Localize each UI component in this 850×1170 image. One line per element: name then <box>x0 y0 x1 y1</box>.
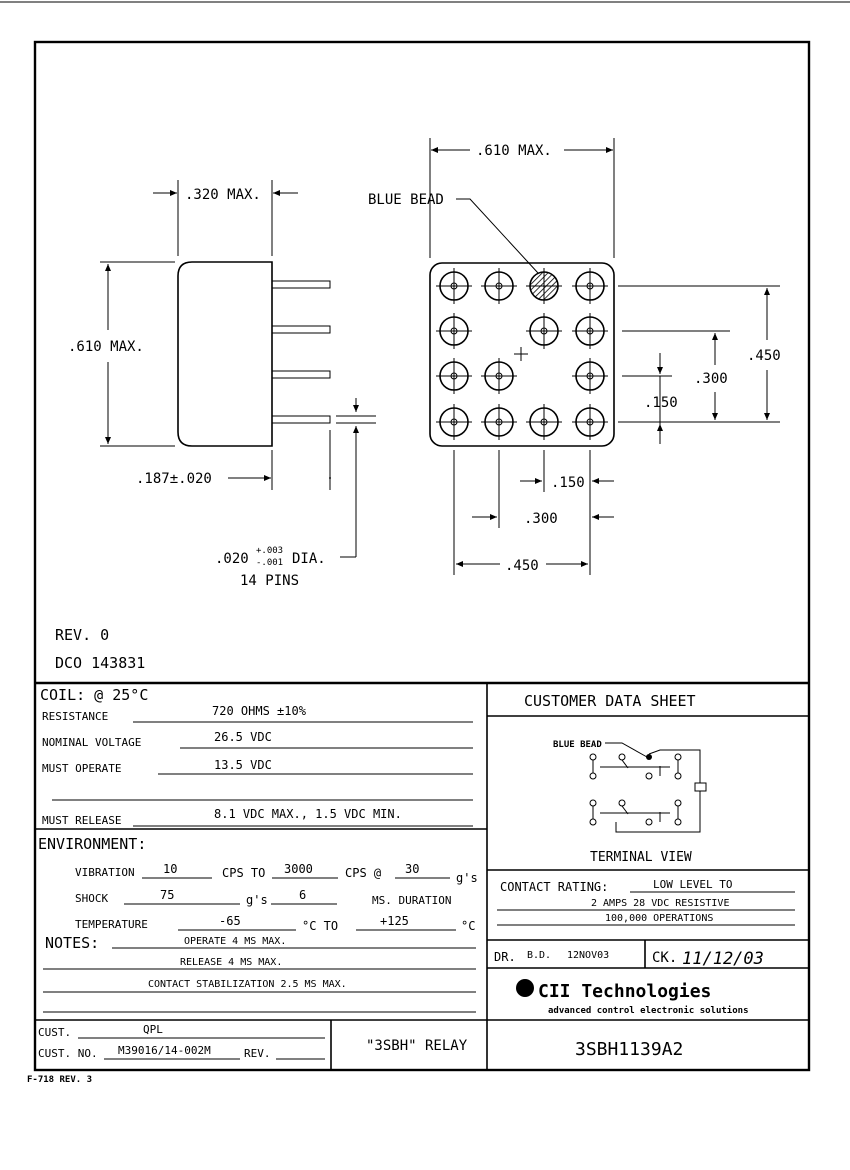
dr-date: 12NOV03 <box>567 950 609 961</box>
cust-no-value: M39016/14-002M <box>118 1044 211 1057</box>
blue-bead-label: BLUE BEAD <box>368 192 444 208</box>
vibration-label: VIBRATION <box>75 866 135 879</box>
temp-to-label: °C TO <box>302 919 338 933</box>
dim-610-top-label: .610 MAX. <box>476 143 552 159</box>
dim-610-left-label: .610 MAX. <box>68 339 144 355</box>
side-pins <box>271 280 331 424</box>
pin-grid <box>436 268 608 440</box>
dim-187-label: .187±.020 <box>136 471 212 487</box>
vibration-value: 10 <box>163 862 177 876</box>
temp-max-value: +125 <box>380 914 409 928</box>
nominal-voltage-label: NOMINAL VOLTAGE <box>42 736 141 749</box>
vibration-max-value: 3000 <box>284 862 313 876</box>
logo-text: CII Technologies <box>538 981 711 1002</box>
dim-150-bottom-label: .150 <box>551 475 585 491</box>
note-line-3: CONTACT STABILIZATION 2.5 MS MAX. <box>148 979 347 990</box>
ms-duration-label: MS. DURATION <box>372 894 451 907</box>
pin-dia-suffix: DIA. <box>292 551 326 567</box>
dim-300-bottom-label: .300 <box>524 511 558 527</box>
vibration-g-value: 30 <box>405 862 419 876</box>
nominal-voltage-value: 26.5 VDC <box>214 730 272 744</box>
relay-name: "3SBH" RELAY <box>366 1038 468 1054</box>
shock-duration-value: 6 <box>299 888 306 902</box>
relay-body-side <box>177 261 273 447</box>
environment-section: ENVIRONMENT: VIBRATION 10 CPS TO 3000 CP… <box>38 835 478 933</box>
cii-logo: CII Technologies advanced control electr… <box>516 979 748 1016</box>
pin-count-label: 14 PINS <box>240 573 299 589</box>
contact-line-2: 2 AMPS 28 VDC RESISTIVE <box>591 898 729 909</box>
note-line-2: RELEASE 4 MS MAX. <box>180 957 282 968</box>
contact-line-3: 100,000 OPERATIONS <box>605 913 713 924</box>
shock-label: SHOCK <box>75 892 108 905</box>
shock-value: 75 <box>160 888 174 902</box>
dim-450-bottom-label: .450 <box>505 558 539 574</box>
relay-body-bottom <box>429 262 615 447</box>
terminal-blue-bead-label: BLUE BEAD <box>553 740 602 750</box>
must-operate-value: 13.5 VDC <box>214 758 272 772</box>
temp-min-value: -65 <box>219 914 241 928</box>
bottom-view: .610 MAX. BLUE BEAD <box>368 138 781 575</box>
shock-g-unit: g's <box>246 893 268 907</box>
dr-value: B.D. <box>527 950 551 961</box>
environment-header: ENVIRONMENT: <box>38 835 146 853</box>
notes-header: NOTES: <box>45 934 99 952</box>
cust-label: CUST. <box>38 1026 71 1039</box>
cps-at-label: CPS @ <box>345 866 381 880</box>
temperature-label: TEMPERATURE <box>75 918 148 931</box>
coil-section: COIL: @ 25°C RESISTANCE 720 OHMS ±10% NO… <box>40 686 473 827</box>
cust-value: QPL <box>143 1023 163 1036</box>
must-release-value: 8.1 VDC MAX., 1.5 VDC MIN. <box>214 807 402 821</box>
terminal-view-label: TERMINAL VIEW <box>590 850 692 865</box>
dco-label: DCO 143831 <box>55 654 145 672</box>
coil-header: COIL: @ 25°C <box>40 686 148 704</box>
temp-unit: °C <box>461 919 475 933</box>
notes-section: NOTES: OPERATE 4 MS MAX. RELEASE 4 MS MA… <box>43 934 476 1013</box>
cust-no-label: CUST. NO. <box>38 1047 98 1060</box>
ck-label: CK. <box>652 950 677 966</box>
rev-field-label: REV. <box>244 1047 271 1060</box>
pin-tol-plus: +.003 <box>256 546 283 556</box>
dr-label: DR. <box>494 950 516 964</box>
customer-data-sheet: CUSTOMER DATA SHEET BLUE BEAD <box>487 692 809 1016</box>
contact-line-1: LOW LEVEL TO <box>653 878 732 891</box>
outer-frame <box>33 40 811 1072</box>
dim-450-right-label: .450 <box>747 348 781 364</box>
part-number: 3SBH1139A2 <box>575 1039 683 1060</box>
ck-value: 11/12/03 <box>682 949 764 969</box>
pin-dia-value: .020 <box>215 551 249 567</box>
dim-300-right-label: .300 <box>694 371 728 387</box>
note-line-1: OPERATE 4 MS MAX. <box>184 936 286 947</box>
must-operate-label: MUST OPERATE <box>42 762 121 775</box>
dim-320-label: .320 MAX. <box>185 187 261 203</box>
form-number: F-718 REV. 3 <box>27 1075 92 1085</box>
title-row: CUST. QPL CUST. NO. M39016/14-002M REV. … <box>38 1023 683 1060</box>
resistance-value: 720 OHMS ±10% <box>212 704 307 718</box>
customer-data-sheet-title: CUSTOMER DATA SHEET <box>524 692 696 710</box>
pin-tol-minus: -.001 <box>256 558 283 568</box>
side-view: .320 MAX. .610 MAX. .187±.020 .020 +.003… <box>68 180 376 589</box>
cps-to-label: CPS TO <box>222 866 265 880</box>
resistance-label: RESISTANCE <box>42 710 108 723</box>
logo-tagline: advanced control electronic solutions <box>548 1005 748 1016</box>
dim-150-right-label: .150 <box>644 395 678 411</box>
vibration-g-unit: g's <box>456 871 478 885</box>
must-release-label: MUST RELEASE <box>42 814 121 827</box>
contact-rating-label: CONTACT RATING: <box>500 880 608 894</box>
terminal-schematic: BLUE BEAD <box>553 740 707 833</box>
rev-label: REV. 0 <box>55 626 109 644</box>
